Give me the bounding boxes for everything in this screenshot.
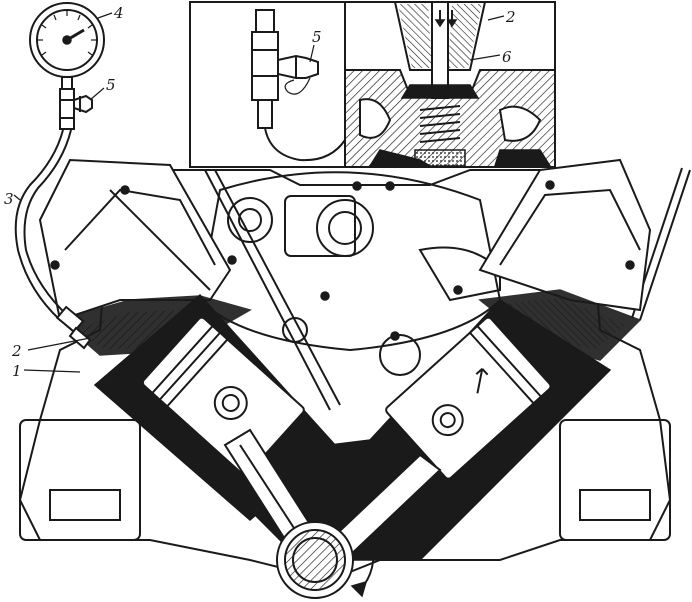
inset-valve-detail (189, 1, 346, 168)
release-valve-knob (73, 94, 93, 114)
compression-gauge (29, 2, 105, 90)
inset-head-section (344, 1, 556, 168)
hose-tip (55, 305, 85, 334)
right-cylinder (368, 299, 612, 501)
right-cylinder-head (478, 158, 652, 361)
hose (14, 129, 64, 321)
right-piston (385, 316, 552, 480)
crankcase (223, 428, 482, 599)
leader-lines (13, 12, 505, 373)
inset-seal (400, 84, 480, 99)
engine-block (18, 167, 691, 582)
inset-valve-fitting (277, 54, 319, 79)
cover-hub (316, 199, 374, 257)
label-hose: 3 (4, 190, 14, 208)
label-gauge: 4 (113, 4, 124, 22)
left-cylinder (93, 293, 337, 521)
check-valve-body (59, 88, 75, 130)
left-piston (141, 316, 305, 476)
label-adapter: 1 (12, 362, 22, 380)
label-inset-seal: 6 (502, 48, 512, 66)
gauge-hose-assembly (14, 88, 93, 350)
label-tip: 2 (11, 342, 22, 360)
label-inset-tip: 2 (505, 8, 516, 26)
label-valve: 5 (106, 76, 116, 94)
label-inset-valve: 5 (312, 28, 322, 46)
